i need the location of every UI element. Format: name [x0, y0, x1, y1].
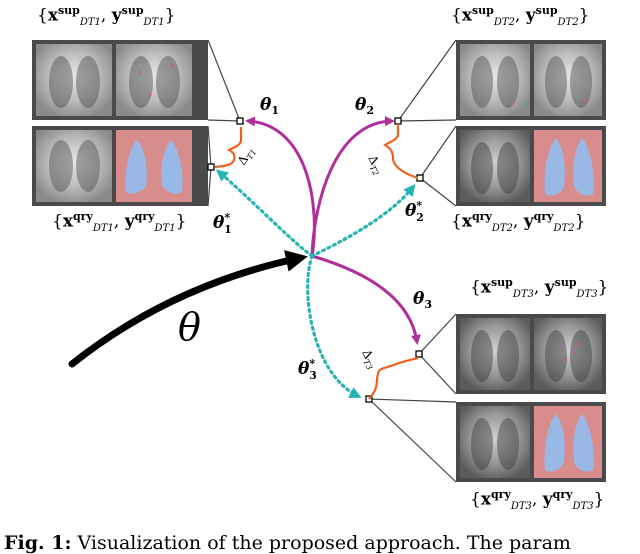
task2-query-panel [456, 126, 606, 206]
theta1-label: θ1 [260, 95, 279, 117]
caption-figure-label: Fig. 1: [4, 532, 72, 554]
theta2-label: θ2 [355, 95, 374, 117]
figure-caption: Fig. 1: Visualization of the proposed ap… [4, 532, 640, 554]
task1-query-panel [32, 126, 208, 206]
delta1-label: ΔT1 [235, 144, 259, 169]
task2-support-panel [456, 40, 606, 120]
theta3-label: θ3 [413, 289, 432, 311]
meta-arrows [215, 169, 416, 398]
task3-support-panel [456, 314, 606, 394]
delta3-label: ΔT3 [358, 347, 381, 371]
delta2-label: ΔT2 [364, 153, 387, 177]
t3-query-set-label: {xqryDT3, yqryDT3} [470, 488, 605, 513]
delta-brackets [214, 124, 419, 400]
theta1-star-label: θ*1 [213, 211, 232, 236]
t2-support-set-label: {xsupDT2, ysupDT2} [451, 4, 590, 29]
theta2-star-label: θ*2 [405, 199, 424, 224]
theta-arrow [68, 250, 308, 368]
t3-support-set-label: {xsupDT3, ysupDT3} [470, 276, 609, 301]
t1-support-set-label: {xsupDT1, ysupDT1} [37, 4, 176, 29]
theta3-star-label: θ*3 [298, 357, 317, 382]
task3-query-panel [456, 402, 606, 482]
caption-text: Visualization of the proposed approach. … [77, 532, 571, 554]
adaptation-arrows [245, 116, 421, 345]
t2-query-set-label: {xqryDT2, yqryDT2} [451, 210, 586, 235]
task1-support-panel [32, 40, 208, 120]
t1-query-set-label: {xqryDT1, yqryDT1} [52, 210, 187, 235]
theta-label: θ [178, 305, 201, 349]
panel-connectors [207, 39, 457, 483]
